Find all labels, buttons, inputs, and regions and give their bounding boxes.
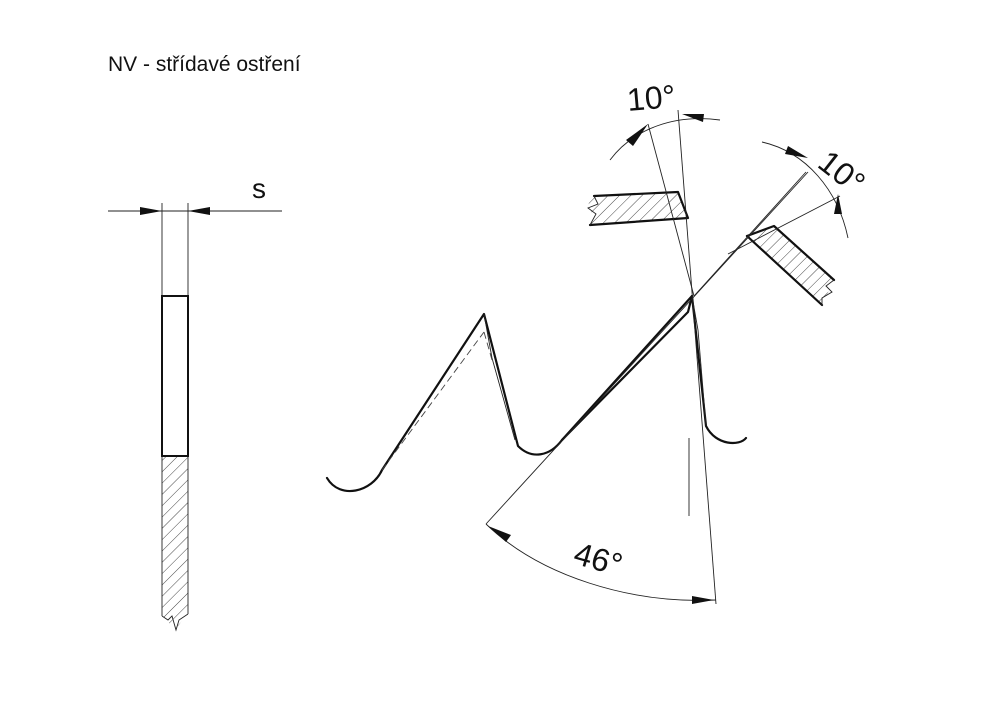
arrow-icon <box>188 207 210 215</box>
angle-label-top-left: 10° <box>625 78 676 118</box>
arrow-icon <box>488 526 511 542</box>
thickness-label: s <box>252 173 266 204</box>
arrow-icon <box>692 596 714 604</box>
top-section-left <box>586 190 690 227</box>
arrow-icon <box>140 207 162 215</box>
diagram-title: NV - střídavé ostření <box>108 53 301 76</box>
arrow-icon <box>834 194 842 214</box>
angle-label-bottom: 46° <box>570 535 626 583</box>
top-section-right <box>745 224 836 307</box>
arrow-icon <box>626 124 648 146</box>
arrow-icon <box>785 146 808 158</box>
tooth-profile: 10° 10° 46° <box>325 78 872 605</box>
blade-section: s <box>108 173 282 632</box>
angle-label-top-right: 10° <box>812 143 872 201</box>
arrow-icon <box>682 114 704 122</box>
